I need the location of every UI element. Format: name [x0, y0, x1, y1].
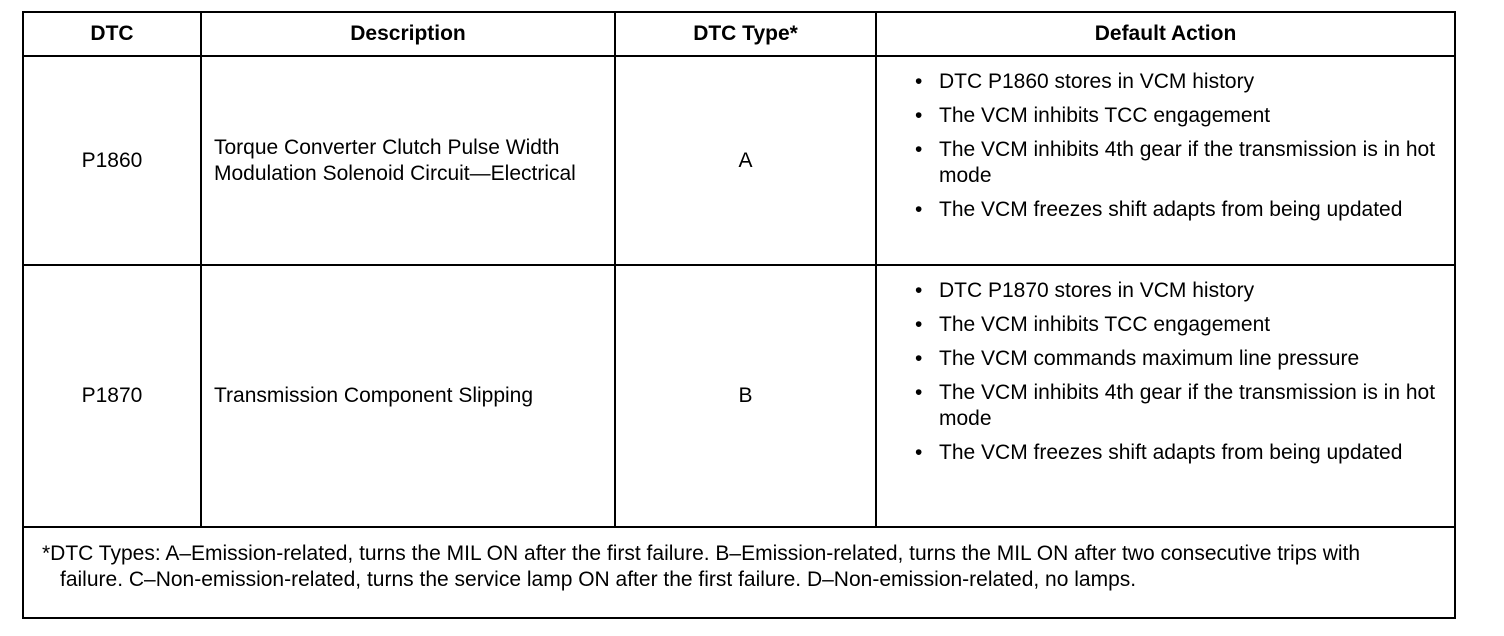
bullet-icon: •: [915, 138, 923, 161]
action-text: The VCM freezes shift adapts from being …: [939, 441, 1403, 464]
action-item: • The VCM inhibits 4th gear if the transm…: [915, 380, 1444, 432]
bullet-icon: •: [915, 104, 923, 127]
header-description: Description: [202, 13, 616, 57]
row-1-dtc: P1860: [24, 57, 202, 266]
row-2-action-list: • DTC P1870 stores in VCM history • The VC…: [915, 278, 1444, 474]
action-text: The VCM inhibits 4th gear if the transmi…: [939, 138, 1436, 187]
row-1-action-list: • DTC P1860 stores in VCM history • The VC…: [915, 69, 1444, 231]
action-item: • The VCM inhibits TCC engagement: [915, 312, 1444, 338]
bullet-icon: •: [915, 441, 923, 464]
footnote-text: *DTC Types: A–Emission-related, turns th…: [42, 542, 1361, 591]
row-1-dtc-type: A: [616, 57, 877, 266]
bullet-icon: •: [915, 70, 923, 93]
bullet-icon: •: [915, 381, 923, 404]
action-text: The VCM inhibits TCC engagement: [939, 313, 1271, 336]
action-item: • The VCM inhibits TCC engagement: [915, 103, 1444, 129]
header-default-action: Default Action: [877, 13, 1454, 57]
action-item: • The VCM freezes shift adapts from being…: [915, 197, 1444, 223]
dtc-types-footnote: *DTC Types: A–Emission-related, turns th…: [24, 528, 1454, 617]
row-1-description: Torque Converter Clutch Pulse Width Modu…: [202, 57, 616, 266]
action-item: • The VCM inhibits 4th gear if the transm…: [915, 137, 1444, 189]
action-item: • DTC P1870 stores in VCM history: [915, 278, 1444, 304]
action-text: The VCM commands maximum line pressure: [939, 347, 1360, 370]
action-text: The VCM freezes shift adapts from being …: [939, 198, 1403, 221]
action-item: • The VCM freezes shift adapts from being…: [915, 440, 1444, 466]
bullet-icon: •: [915, 313, 923, 336]
action-item: • The VCM commands maximum line pressure: [915, 346, 1444, 372]
action-text: DTC P1870 stores in VCM history: [939, 279, 1255, 302]
action-text: The VCM inhibits 4th gear if the transmi…: [939, 381, 1436, 430]
action-item: • DTC P1860 stores in VCM history: [915, 69, 1444, 95]
bullet-icon: •: [915, 279, 923, 302]
row-1-default-action: • DTC P1860 stores in VCM history • The VC…: [877, 57, 1454, 266]
row-2-dtc: P1870: [24, 266, 202, 528]
header-dtc: DTC: [24, 13, 202, 57]
bullet-icon: •: [915, 347, 923, 370]
bullet-icon: •: [915, 198, 923, 221]
row-2-dtc-type: B: [616, 266, 877, 528]
dtc-table: DTC Description DTC Type* Default Action…: [22, 11, 1456, 619]
action-text: DTC P1860 stores in VCM history: [939, 70, 1255, 93]
row-2-description: Transmission Component Slipping: [202, 266, 616, 528]
row-2-default-action: • DTC P1870 stores in VCM history • The VC…: [877, 266, 1454, 528]
header-dtc-type: DTC Type*: [616, 13, 877, 57]
action-text: The VCM inhibits TCC engagement: [939, 104, 1271, 127]
